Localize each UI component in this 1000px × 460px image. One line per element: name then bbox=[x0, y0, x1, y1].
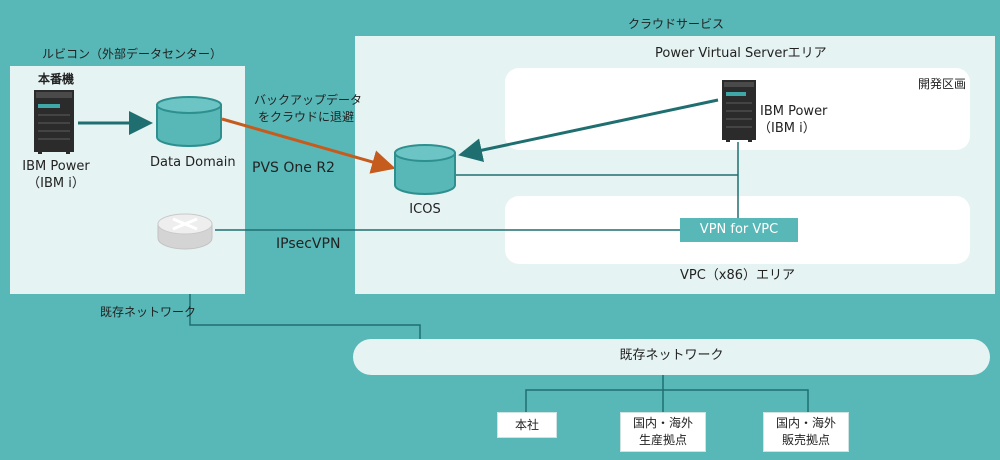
vpn-for-vpc-box: VPN for VPC bbox=[680, 218, 798, 242]
pvs-one-label: PVS One R2 bbox=[252, 160, 335, 176]
production-label: 本番機 bbox=[38, 72, 75, 86]
existing-network-bar bbox=[353, 339, 990, 375]
production-site-line1: 国内・海外 bbox=[632, 416, 693, 430]
existing-network-bar-label: 既存ネットワーク bbox=[619, 348, 724, 363]
vpn-for-vpc-label: VPN for VPC bbox=[699, 222, 779, 237]
server-icon bbox=[34, 90, 74, 154]
ipsec-label: IPsecVPN bbox=[276, 236, 341, 252]
router-icon bbox=[157, 213, 213, 250]
power-vs-area-label: Power Virtual Serverエリア bbox=[655, 46, 827, 61]
backup-label-line1: バックアップデータ bbox=[254, 93, 363, 107]
ibm-i-left-label: （IBM i） bbox=[27, 176, 85, 191]
server-icon bbox=[722, 80, 756, 142]
production-site-line2: 生産拠点 bbox=[638, 433, 687, 447]
hq-box: 本社 bbox=[497, 412, 557, 438]
database-icon bbox=[394, 144, 456, 195]
existing-network-label: 既存ネットワーク bbox=[100, 305, 197, 319]
sales-site-box: 国内・海外 販売拠点 bbox=[763, 412, 849, 452]
backup-label-line2: をクラウドに退避 bbox=[258, 110, 355, 124]
data-domain-label: Data Domain bbox=[150, 155, 236, 170]
branch-tree bbox=[525, 389, 809, 412]
vpc-area-label: VPC（x86）エリア bbox=[680, 268, 796, 283]
ibm-power-right-label: IBM Power bbox=[760, 104, 828, 119]
rubicon-title: ルビコン（外部データセンター） bbox=[42, 47, 223, 61]
sales-site-line1: 国内・海外 bbox=[775, 416, 836, 430]
rubicon-to-network bbox=[189, 294, 421, 339]
hq-label: 本社 bbox=[514, 418, 539, 432]
cloud-services-title: クラウドサービス bbox=[628, 17, 725, 31]
icos-label: ICOS bbox=[409, 202, 441, 217]
dev-zone-label: 開発区画 bbox=[918, 77, 967, 91]
power-to-icos-arrow bbox=[458, 98, 719, 162]
database-icon bbox=[156, 96, 222, 147]
ibm-power-left-label: IBM Power bbox=[22, 159, 90, 174]
sales-site-line2: 販売拠点 bbox=[781, 433, 830, 447]
backup-arrow bbox=[221, 117, 396, 174]
ibm-i-right-label: （IBM i） bbox=[758, 121, 816, 136]
production-site-box: 国内・海外 生産拠点 bbox=[620, 412, 706, 452]
